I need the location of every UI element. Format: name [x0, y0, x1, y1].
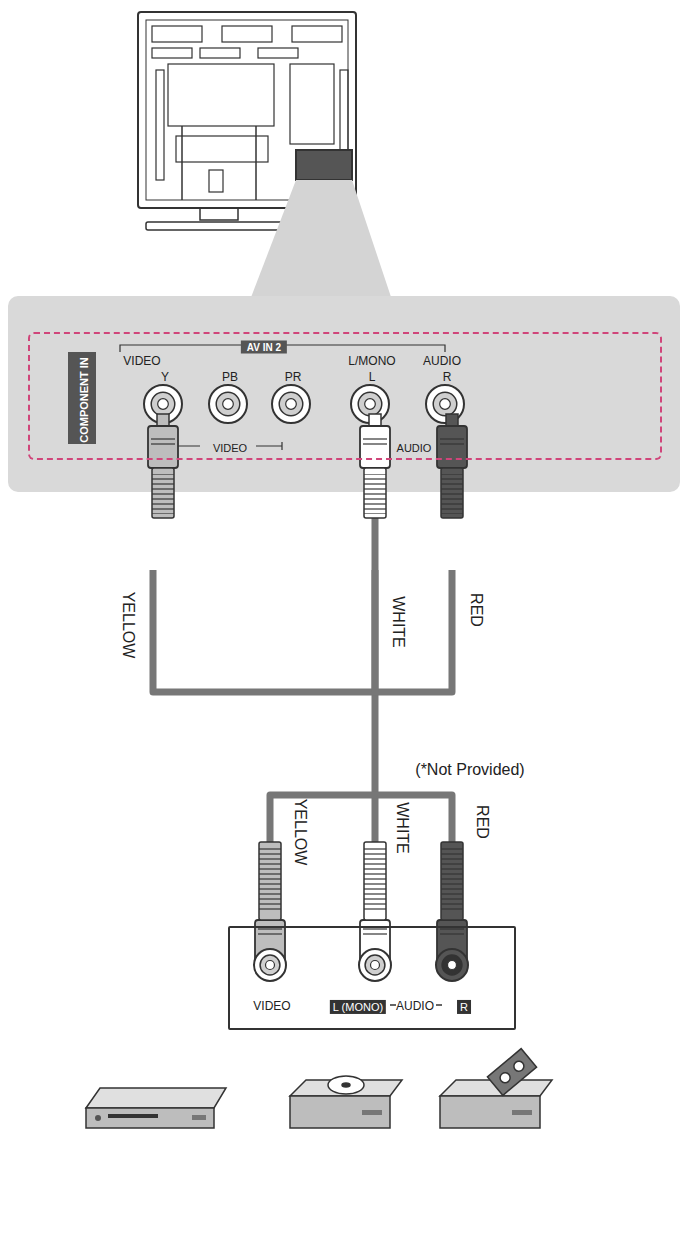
cable-color: RED — [467, 593, 485, 627]
source-devices — [86, 1049, 552, 1128]
panel-label: COMPONENT IN — [78, 357, 90, 443]
note: (*Not Provided) — [415, 761, 524, 779]
jack-label: VIDEO — [123, 355, 160, 368]
jack-label: Y — [161, 371, 169, 384]
cable-color: WHITE — [393, 802, 411, 854]
source-jack-panel: VIDEO L (MONO) AUDIO R — [228, 926, 516, 1030]
jack-label: L — [369, 371, 376, 384]
rca-jacks — [254, 949, 468, 981]
jack-panel: AV IN 2 VIDEO L/MONO AUDIO COMPONENT IN Y PB PR… — [28, 332, 662, 460]
cable-color: YELLOW — [291, 799, 309, 866]
rca-plugs — [148, 414, 467, 976]
jack-panel-ground — [8, 296, 680, 492]
label-tab — [68, 352, 96, 444]
jack-label: R — [457, 1000, 471, 1014]
jack-label: L (MONO) — [330, 1000, 386, 1014]
rca-jacks — [144, 385, 464, 423]
cable-color: YELLOW — [119, 592, 137, 659]
zoom-callout — [250, 180, 392, 300]
cable-color: RED — [473, 805, 491, 839]
jack-label: PR — [285, 371, 302, 384]
jack-label: R — [443, 371, 452, 384]
jack-label: AUDIO — [396, 1000, 434, 1013]
jack-label: L/MONO — [348, 355, 395, 368]
jack-label: AUDIO — [423, 355, 461, 368]
group-label: AV IN 2 — [241, 341, 287, 354]
group-label: AUDIO — [395, 442, 434, 454]
cable-color: WHITE — [389, 596, 407, 648]
jack-label: PB — [222, 371, 238, 384]
group-label: VIDEO — [211, 442, 249, 454]
jack-label: VIDEO — [253, 1000, 290, 1013]
